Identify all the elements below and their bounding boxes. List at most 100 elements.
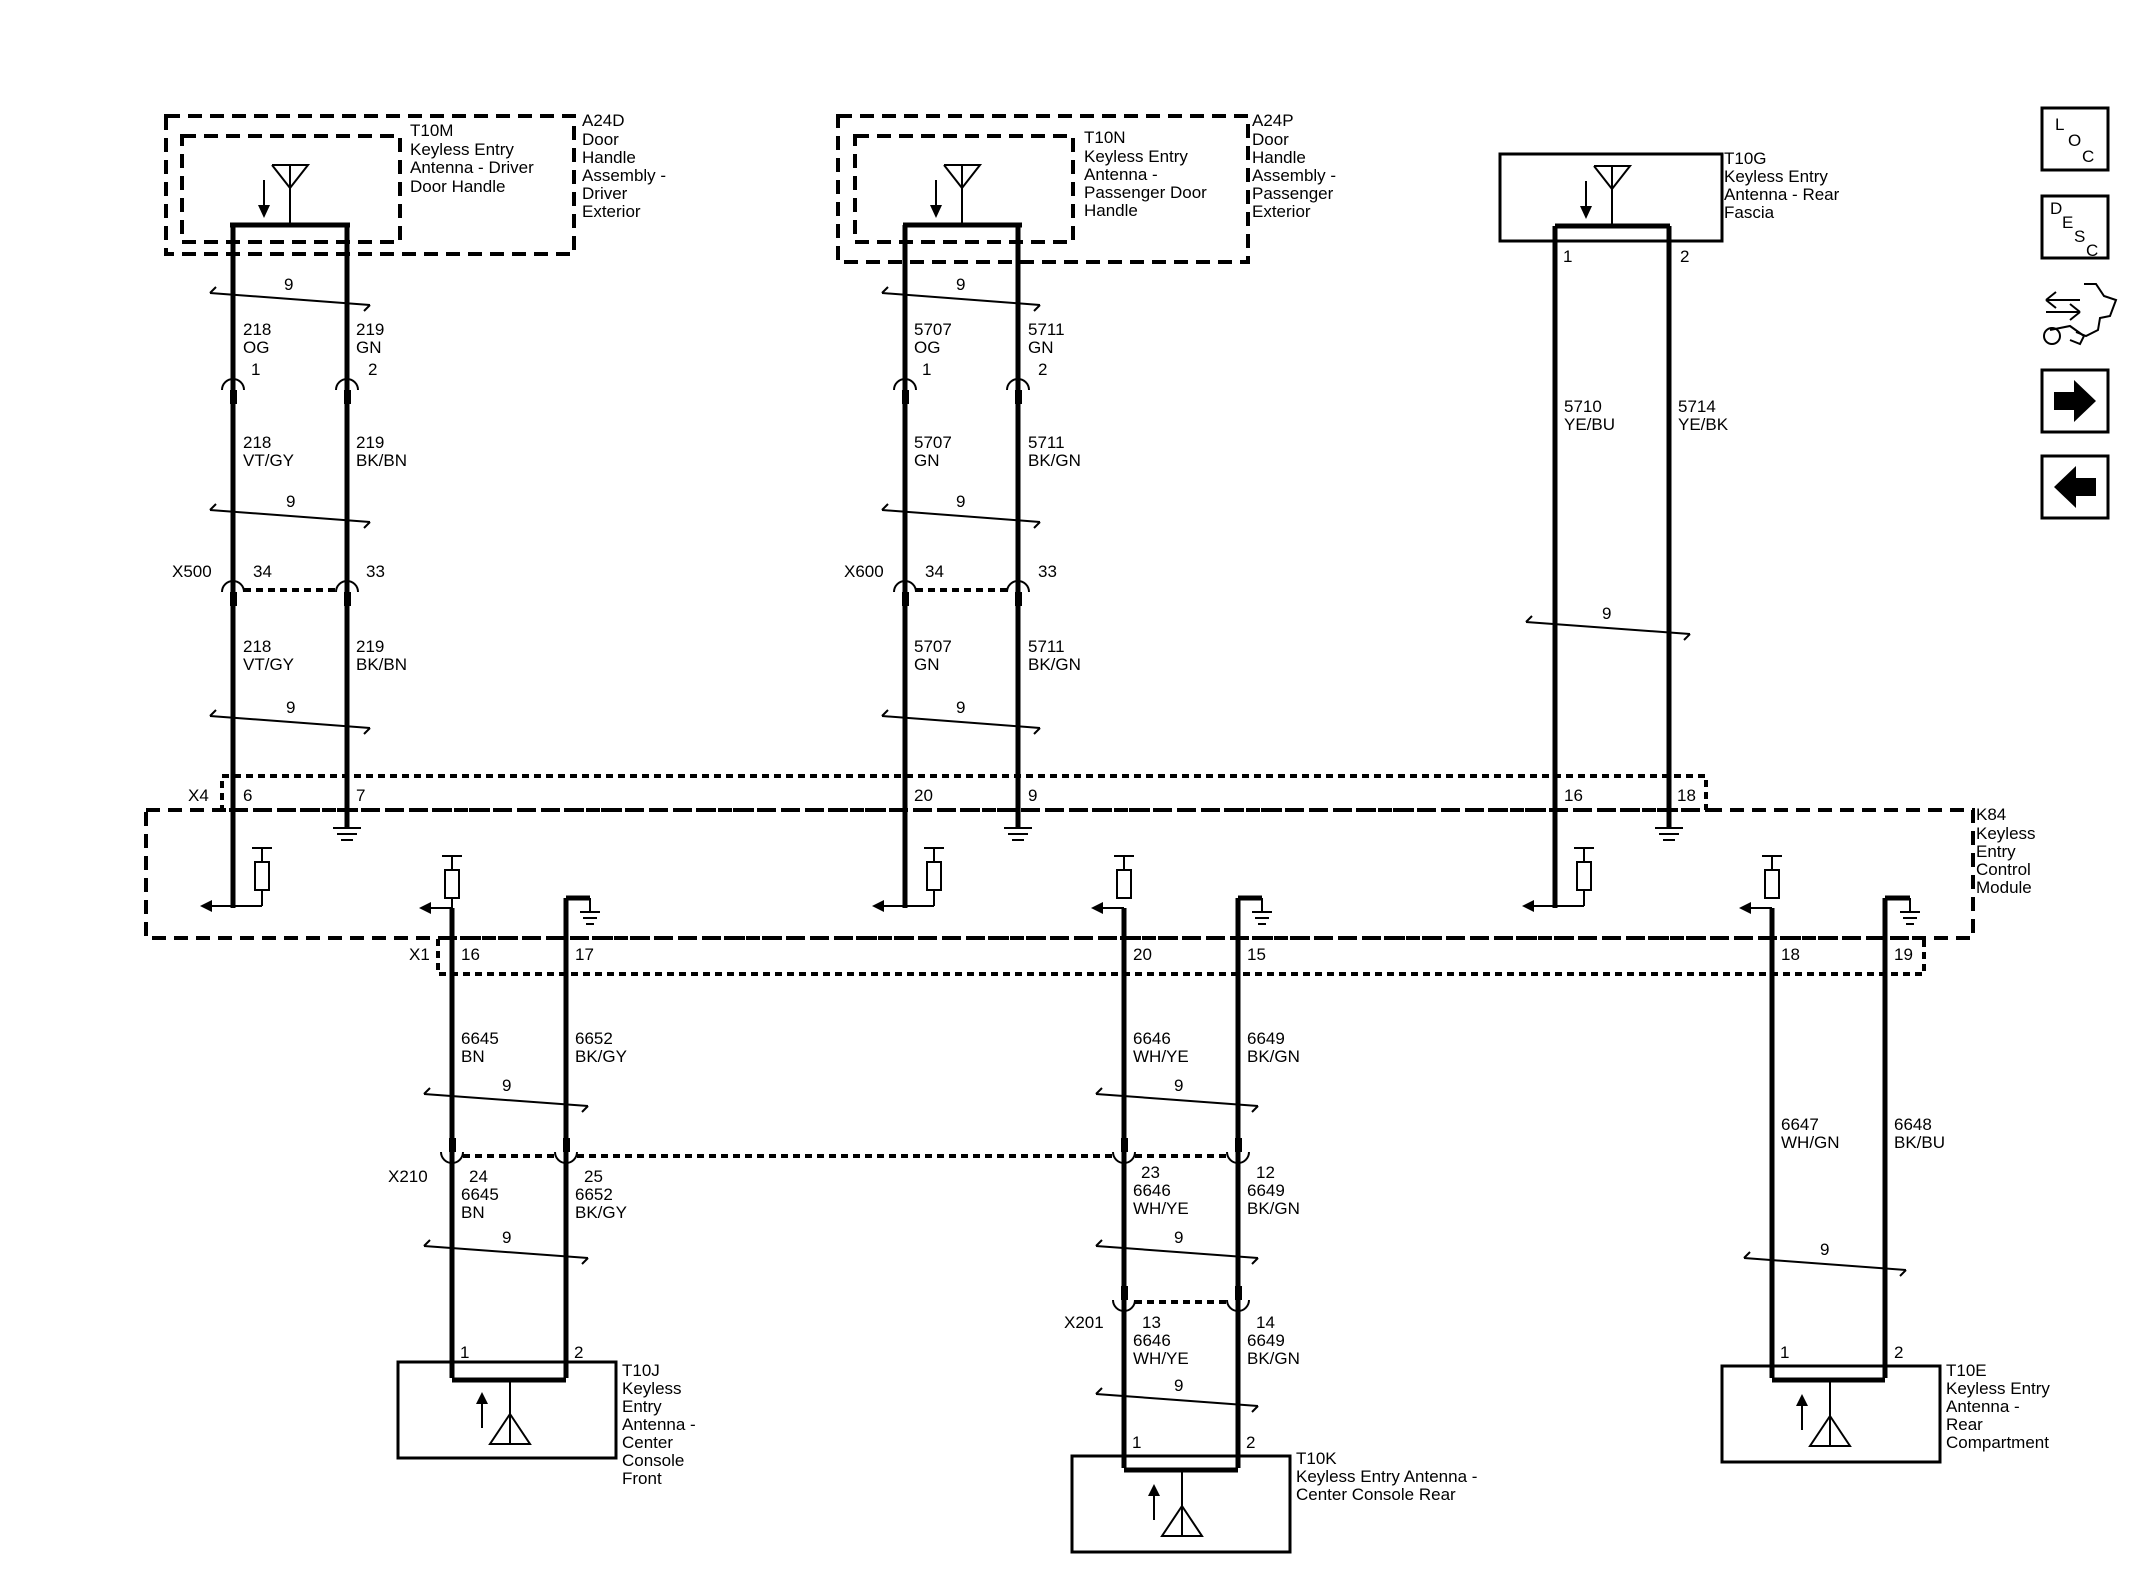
t10j-line: Entry (622, 1397, 662, 1416)
k84-module-box (144, 808, 1975, 940)
connector-wrench-icon[interactable] (2043, 283, 2118, 346)
pin-number: 23 (1141, 1163, 1160, 1182)
pin-number: 9 (1028, 786, 1037, 805)
wire-color: VT/GY (243, 451, 294, 470)
wire-circuit: 218 (243, 320, 271, 339)
loc-button[interactable]: L O C (2040, 106, 2110, 172)
t10n-line: Keyless Entry (1084, 147, 1188, 166)
k84-line: K84 (1976, 805, 2006, 824)
desc-button[interactable]: D E S C (2040, 194, 2110, 260)
pin-number: 16 (1564, 786, 1583, 805)
t10k-line: Center Console Rear (1296, 1485, 1456, 1504)
k84-line: Keyless (1976, 824, 2036, 843)
t10j-front-console-antenna (396, 1360, 618, 1460)
wire-color: WH/YE (1133, 1349, 1189, 1368)
t10g-rear-fascia-antenna (1498, 152, 1724, 243)
a24p-line: Handle (1252, 148, 1306, 167)
rear-console-wires (1121, 895, 1262, 1468)
pin-number: 1 (1780, 1343, 1789, 1362)
t10m-label: T10M Keyless Entry Antenna - Driver Door… (410, 121, 534, 196)
wire-color: BK/GN (1247, 1047, 1300, 1066)
wire-color: YE/BK (1678, 415, 1729, 434)
a24p-line: Exterior (1252, 202, 1311, 221)
wire-color: BK/BU (1894, 1133, 1945, 1152)
a24d-line: Handle (582, 148, 636, 167)
t10e-rear-compartment-antenna (1720, 1364, 1942, 1464)
pin-number: 2 (1680, 247, 1689, 266)
x201-label: X201 (1064, 1313, 1104, 1332)
wire-color: GN (914, 655, 940, 674)
twist-number: 9 (286, 698, 295, 717)
rear-fascia-wires (1552, 226, 1672, 908)
wire-circuit: 5711 (1028, 433, 1065, 452)
wire-circuit: 6649 (1247, 1181, 1285, 1200)
wire-circuit: 6649 (1247, 1029, 1285, 1048)
wire-color: WH/GN (1781, 1133, 1840, 1152)
k84-line: Entry (1976, 842, 2016, 861)
wire-circuit: 218 (243, 637, 271, 656)
wire-color: BK/GY (575, 1203, 627, 1222)
x4-label: X4 (188, 786, 209, 805)
wire-color: BK/GN (1247, 1199, 1300, 1218)
twist-number: 9 (956, 698, 965, 717)
t10m-line: T10M (410, 121, 453, 140)
a24p-line: Assembly - (1252, 166, 1336, 185)
passenger-wires (902, 225, 1021, 908)
t10m-line: Antenna - Driver (410, 158, 534, 177)
t10e-line: Keyless Entry (1946, 1379, 2050, 1398)
twist-number: 9 (502, 1228, 511, 1247)
t10n-line: T10N (1084, 128, 1126, 147)
pin-number: 19 (1894, 945, 1913, 964)
pin-number: 2 (1038, 360, 1047, 379)
wire-circuit: 6647 (1781, 1115, 1819, 1134)
t10j-label: T10J Keyless Entry Antenna - Center Cons… (622, 1361, 696, 1488)
wire-color: BK/GN (1028, 655, 1081, 674)
k84-label: K84 Keyless Entry Control Module (1976, 805, 2036, 897)
wire-circuit: 5710 (1564, 397, 1602, 416)
wire-color: GN (1028, 338, 1054, 357)
t10e-line: Antenna - (1946, 1397, 2020, 1416)
twist-number: 9 (284, 275, 293, 294)
a24p-door-handle-assembly (836, 114, 1250, 264)
x600-label: X600 (844, 562, 884, 581)
pin-number: 33 (1038, 562, 1057, 581)
wire-color: GN (356, 338, 382, 357)
pin-number: 18 (1781, 945, 1800, 964)
a24d-line: A24D (582, 111, 625, 130)
x1-label: X1 (409, 945, 430, 964)
rear-compartment-wires (1769, 895, 1910, 1378)
wire-color: WH/YE (1133, 1047, 1189, 1066)
a24p-line: Passenger (1252, 184, 1334, 203)
k84-internal-circuits (200, 827, 1920, 925)
wire-color: BK/GY (575, 1047, 627, 1066)
pin-number: 6 (243, 786, 252, 805)
pin-number: 1 (922, 360, 931, 379)
x1-connector-band (436, 936, 1926, 976)
wire-color: VT/GY (243, 655, 294, 674)
pin-number: 2 (368, 360, 377, 379)
t10g-line: Antenna - Rear (1724, 185, 1840, 204)
wire-circuit: 5711 (1028, 637, 1065, 656)
x500-label: X500 (172, 562, 212, 581)
t10n-line: Passenger Door (1084, 183, 1207, 202)
inline-connector-symbols (221, 378, 1250, 1312)
twist-number: 9 (956, 492, 965, 511)
loc-letter-2: O (2068, 131, 2081, 150)
pin-number: 20 (1133, 945, 1152, 964)
wire-color: GN (914, 451, 940, 470)
arrow-right-button[interactable] (2040, 368, 2110, 434)
pin-number: 1 (251, 360, 260, 379)
pin-number: 24 (469, 1167, 488, 1186)
arrow-left-button[interactable] (2040, 454, 2110, 520)
wire-circuit: 6646 (1133, 1029, 1171, 1048)
wire-color: BK/GN (1247, 1349, 1300, 1368)
t10g-line: T10G (1724, 149, 1767, 168)
twist-number: 9 (286, 492, 295, 511)
k84-line: Control (1976, 860, 2031, 879)
wire-color: OG (243, 338, 269, 357)
pin-number: 20 (914, 786, 933, 805)
pin-number: 2 (1246, 1433, 1255, 1452)
t10e-line: Compartment (1946, 1433, 2049, 1452)
wire-circuit: 6652 (575, 1185, 613, 1204)
wire-circuit: 5707 (914, 320, 952, 339)
